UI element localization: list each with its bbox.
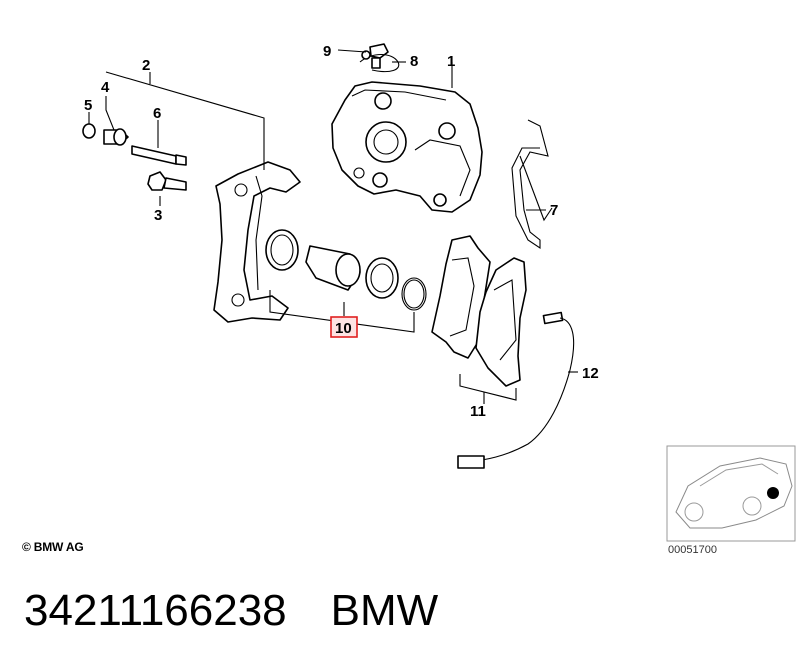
caliper-carrier-part[interactable] <box>213 161 301 323</box>
vehicle-locator-thumbnail <box>666 445 796 542</box>
callouts: 1 2 3 4 5 6 7 8 9 10 11 12 <box>84 43 599 420</box>
brake-caliper-exploded-diagram: 1 2 3 4 5 6 7 8 9 10 11 12 <box>82 43 796 542</box>
anti-rattle-spring-part[interactable] <box>511 119 553 250</box>
guide-pin-part[interactable] <box>131 145 187 166</box>
image-code: 00051700 <box>668 544 717 556</box>
wear-sensor-part[interactable] <box>457 311 575 469</box>
callout-8[interactable]: 8 <box>410 53 418 70</box>
leader-lines <box>88 49 578 404</box>
callout-7[interactable]: 7 <box>550 202 558 219</box>
copyright-notice: © BMW AG <box>22 540 84 554</box>
callout-12[interactable]: 12 <box>582 365 599 382</box>
brake-pad-set-part[interactable] <box>431 235 527 387</box>
callout-10[interactable]: 10 <box>335 320 352 337</box>
callout-2[interactable]: 2 <box>142 57 150 74</box>
callout-11[interactable]: 11 <box>470 403 486 420</box>
callout-5[interactable]: 5 <box>84 97 92 114</box>
brand-name: BMW <box>330 586 439 635</box>
mounting-bolt-part[interactable] <box>147 171 187 191</box>
part-number: 34211166238 <box>24 586 287 635</box>
piston-repair-kit-part[interactable] <box>265 229 427 311</box>
caliper-housing-part[interactable] <box>331 81 483 213</box>
locator-position-dot <box>767 487 779 499</box>
callout-9[interactable]: 9 <box>323 43 331 60</box>
bolt-cap-part[interactable] <box>82 123 96 139</box>
callout-6[interactable]: 6 <box>153 105 161 122</box>
product-caption: 34211166238 BMW <box>24 586 438 636</box>
callout-3[interactable]: 3 <box>154 207 162 224</box>
callout-4[interactable]: 4 <box>101 79 110 96</box>
guide-bushing-part[interactable] <box>103 128 129 146</box>
callout-1[interactable]: 1 <box>447 53 455 70</box>
callout-10-highlight-box <box>330 316 358 338</box>
